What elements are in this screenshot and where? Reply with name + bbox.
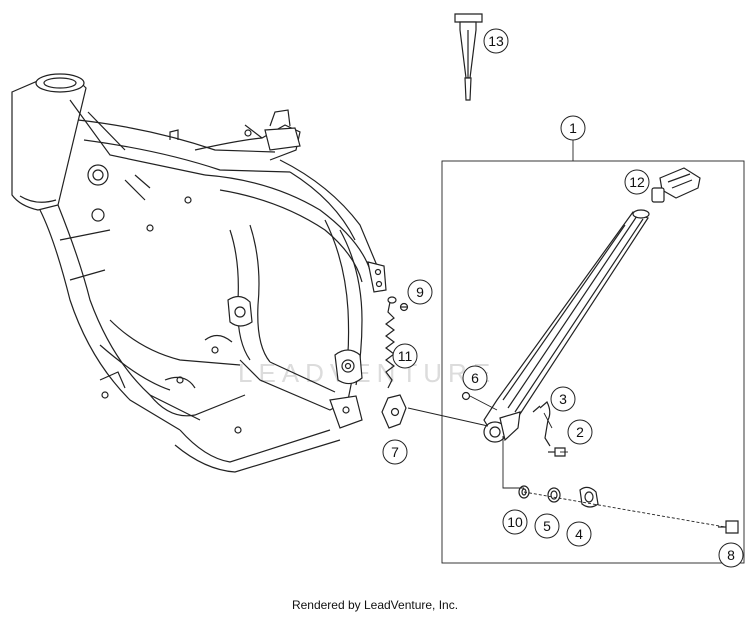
svg-text:1: 1 — [569, 120, 577, 136]
spring-part-11[interactable] — [385, 296, 397, 389]
svg-text:5: 5 — [543, 518, 551, 534]
nut-part-9[interactable] — [399, 302, 409, 312]
callout-7[interactable]: 7 — [382, 439, 408, 465]
callout-3[interactable]: 3 — [550, 386, 576, 412]
svg-text:3: 3 — [559, 391, 567, 407]
spring-hook[interactable] — [532, 401, 551, 447]
callout-2[interactable]: 2 — [567, 419, 593, 445]
svg-text:6: 6 — [471, 370, 479, 386]
svg-text:7: 7 — [391, 444, 399, 460]
bracket-part-7[interactable] — [381, 394, 407, 429]
foot-pad[interactable] — [651, 167, 701, 203]
callout-11[interactable]: 11 — [392, 343, 418, 369]
callout-13[interactable]: 13 — [483, 28, 509, 54]
footer-credit: Rendered by LeadVenture, Inc. — [291, 598, 459, 612]
callout-1[interactable]: 1 — [560, 115, 586, 141]
assembly-box — [441, 160, 745, 564]
callout-6[interactable]: 6 — [462, 365, 488, 391]
svg-text:8: 8 — [727, 547, 735, 563]
bolt-part-6[interactable] — [461, 391, 471, 401]
svg-text:13: 13 — [488, 33, 504, 49]
callout-4[interactable]: 4 — [566, 521, 592, 547]
svg-text:12: 12 — [629, 174, 645, 190]
washer-part-5[interactable] — [547, 487, 561, 503]
svg-text:9: 9 — [416, 284, 424, 300]
motorcycle-frame[interactable] — [11, 73, 387, 473]
callout-8[interactable]: 8 — [718, 542, 744, 568]
callout-10[interactable]: 10 — [502, 509, 528, 535]
callout-5[interactable]: 5 — [534, 513, 560, 539]
svg-text:2: 2 — [576, 424, 584, 440]
svg-text:4: 4 — [575, 526, 583, 542]
svg-text:11: 11 — [398, 348, 413, 364]
side-stand[interactable] — [483, 209, 650, 443]
watermark-text: LEADVENTURE — [238, 358, 496, 388]
svg-text:10: 10 — [507, 514, 523, 530]
bolt-part-8[interactable] — [718, 520, 739, 534]
callout-12[interactable]: 12 — [624, 169, 650, 195]
special-tool[interactable] — [454, 13, 483, 101]
callout-9[interactable]: 9 — [407, 279, 433, 305]
